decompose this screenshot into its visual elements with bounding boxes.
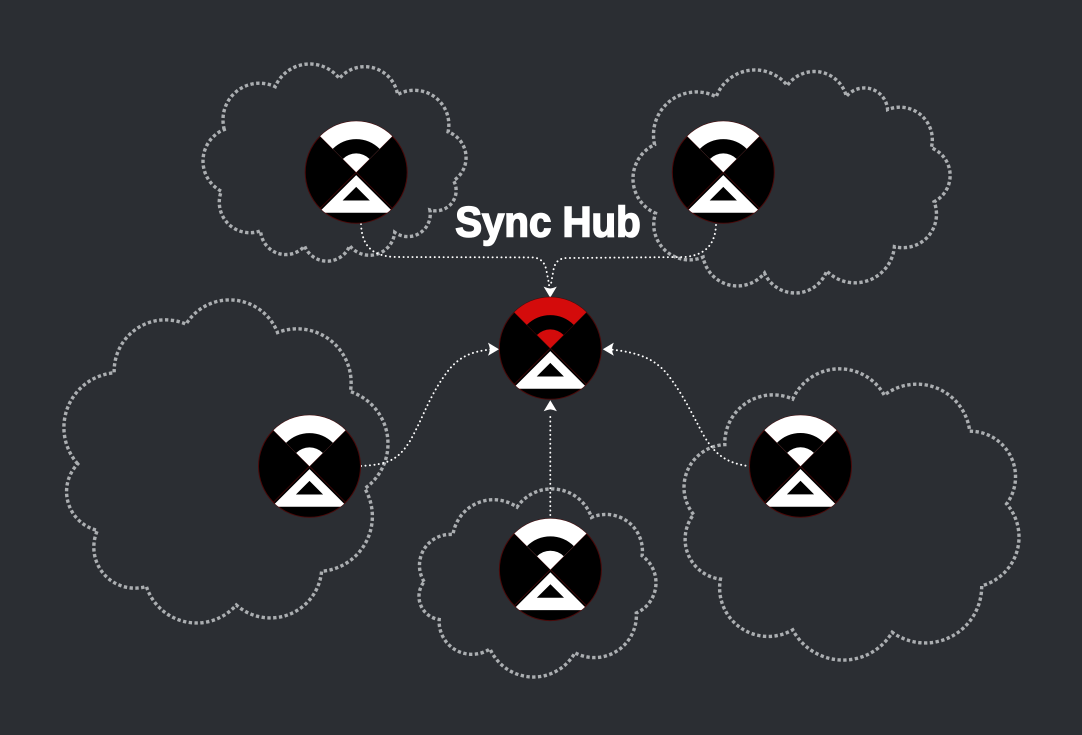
svg-text:Sync Hub: Sync Hub [455,198,641,246]
